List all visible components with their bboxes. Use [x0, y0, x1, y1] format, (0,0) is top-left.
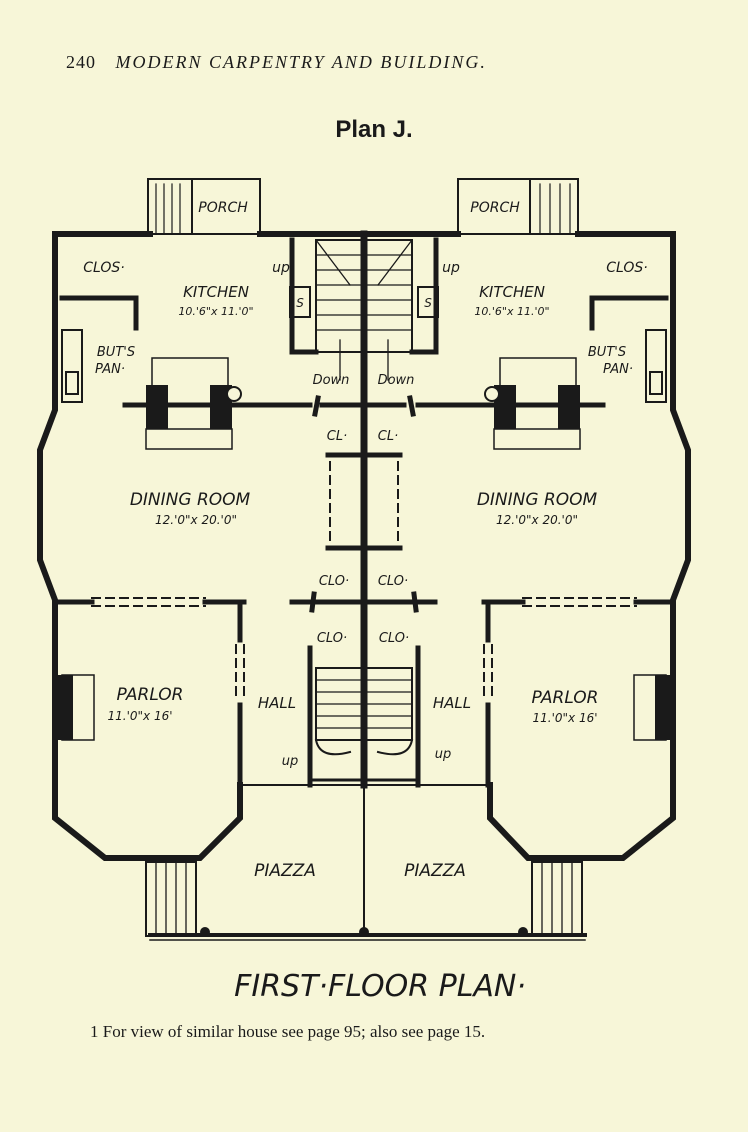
- back-stairs: [315, 239, 413, 381]
- label-kitchen-right-size: 10.'6"x 11.'0": [474, 305, 549, 318]
- label-porch-left: PORCH: [198, 200, 248, 216]
- running-head: 240 MODERN CARPENTRY AND BUILDING.: [66, 52, 606, 73]
- label-closet-left: CLOS·: [83, 260, 125, 276]
- porch-left: [147, 178, 261, 235]
- label-clo-upper-left: CLO·: [319, 574, 349, 589]
- chimneys: [145, 357, 581, 450]
- label-butler-pantry-left-2: PAN·: [95, 362, 125, 377]
- label-cl-right: CL·: [378, 429, 398, 444]
- label-piazza-right: PIAZZA: [404, 861, 466, 881]
- door-stubs: [309, 395, 419, 613]
- label-porch-right: PORCH: [470, 200, 520, 216]
- label-up-right: up: [442, 260, 460, 276]
- label-dining-right-size: 12.'0"x 20.'0": [496, 513, 578, 527]
- label-kitchen-left-size: 10.'6"x 11.'0": [178, 305, 253, 318]
- label-closet-right: CLOS·: [606, 260, 648, 276]
- label-hall-left: HALL: [258, 694, 296, 712]
- sinks: [289, 286, 439, 318]
- label-dining-left-size: 12.'0"x 20.'0": [155, 513, 237, 527]
- label-piazza-left: PIAZZA: [254, 861, 316, 881]
- page-number: 240: [66, 52, 96, 72]
- label-clo-lower-left: CLO·: [317, 631, 347, 646]
- label-sink-left: S: [296, 296, 304, 310]
- label-parlor-left: PARLOR: [117, 685, 184, 705]
- label-butler-pantry-right-2: PAN·: [603, 362, 633, 377]
- label-clo-lower-right: CLO·: [379, 631, 409, 646]
- piazza: [148, 784, 587, 941]
- label-sink-right: S: [424, 296, 432, 310]
- label-clo-upper-right: CLO·: [378, 574, 408, 589]
- front-stairs: [308, 667, 420, 782]
- plan-title: Plan J.: [335, 116, 413, 143]
- label-parlor-right-size: 11.'0"x 16': [532, 711, 597, 725]
- label-kitchen-left: KITCHEN: [183, 283, 249, 301]
- pantry-shelves: [61, 329, 667, 403]
- label-up-hall-left: up: [282, 754, 299, 769]
- footnote: 1 For view of similar house see page 95;…: [90, 1022, 486, 1041]
- label-down-left: Down: [313, 373, 350, 388]
- label-kitchen-right: KITCHEN: [479, 283, 545, 301]
- label-cl-left: CL·: [327, 429, 347, 444]
- book-title: MODERN CARPENTRY AND BUILDING.: [115, 52, 487, 72]
- label-parlor-right: PARLOR: [532, 688, 599, 708]
- label-down-right: Down: [378, 373, 415, 388]
- front-steps: [145, 861, 583, 937]
- porch-right: [457, 178, 579, 235]
- label-up-hall-right: up: [435, 747, 452, 762]
- label-dining-right: DINING ROOM: [477, 490, 598, 510]
- label-hall-right: HALL: [433, 694, 471, 712]
- fireplaces: [55, 674, 673, 741]
- label-up-left: up: [272, 260, 290, 276]
- label-parlor-left-size: 11.'0"x 16': [107, 709, 172, 723]
- closet-partitions: [91, 461, 637, 701]
- floor-plan-caption: FIRST·FLOOR PLAN·: [234, 969, 526, 1004]
- label-butler-pantry-right-1: BUT'S: [588, 345, 626, 360]
- label-butler-pantry-left-1: BUT'S: [97, 345, 135, 360]
- label-dining-left: DINING ROOM: [130, 490, 251, 510]
